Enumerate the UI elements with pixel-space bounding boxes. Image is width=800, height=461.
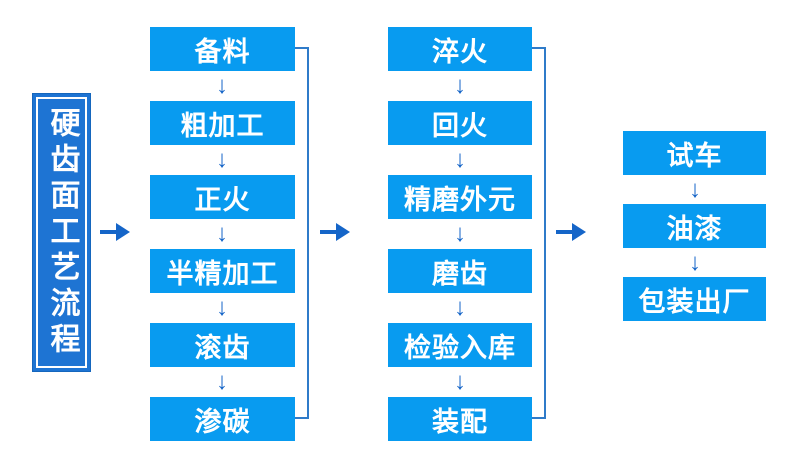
step-prepare-material: 备料	[150, 27, 295, 71]
step-painting: 油漆	[623, 204, 766, 248]
step-gear-grinding: 磨齿	[388, 249, 532, 293]
down-arrow-icon: ↓	[454, 146, 466, 173]
process-title-box: 硬齿面工艺流程	[32, 93, 91, 372]
down-arrow-icon: ↓	[216, 368, 228, 395]
down-arrow-icon: ↓	[689, 249, 701, 276]
down-arrow-icon: ↓	[216, 220, 228, 247]
step-normalizing: 正火	[150, 175, 295, 219]
step-assembly: 装配	[388, 397, 532, 441]
column2-connector-bracket	[532, 47, 546, 419]
step-semi-finishing: 半精加工	[150, 249, 295, 293]
down-arrow-icon: ↓	[216, 72, 228, 99]
step-quenching: 淬火	[388, 27, 532, 71]
down-arrow-icon: ↓	[216, 294, 228, 321]
step-fine-grind-od: 精磨外元	[388, 175, 532, 219]
right-arrow-icon	[556, 223, 586, 241]
down-arrow-icon: ↓	[454, 72, 466, 99]
right-arrow-icon	[100, 223, 130, 241]
title-inner-border: 硬齿面工艺流程	[36, 97, 87, 368]
step-rough-machining: 粗加工	[150, 101, 295, 145]
step-carburizing: 渗碳	[150, 397, 295, 441]
down-arrow-icon: ↓	[454, 294, 466, 321]
step-packaging-shipment: 包装出厂	[623, 277, 766, 321]
step-gear-hobbing: 滚齿	[150, 323, 295, 367]
down-arrow-icon: ↓	[216, 146, 228, 173]
column1-connector-bracket	[295, 47, 309, 419]
right-arrow-icon	[320, 223, 350, 241]
down-arrow-icon: ↓	[454, 220, 466, 247]
step-tempering: 回火	[388, 101, 532, 145]
down-arrow-icon: ↓	[454, 368, 466, 395]
step-inspection-storage: 检验入库	[388, 323, 532, 367]
process-title: 硬齿面工艺流程	[45, 106, 79, 359]
step-test-run: 试车	[623, 131, 766, 175]
down-arrow-icon: ↓	[689, 176, 701, 203]
